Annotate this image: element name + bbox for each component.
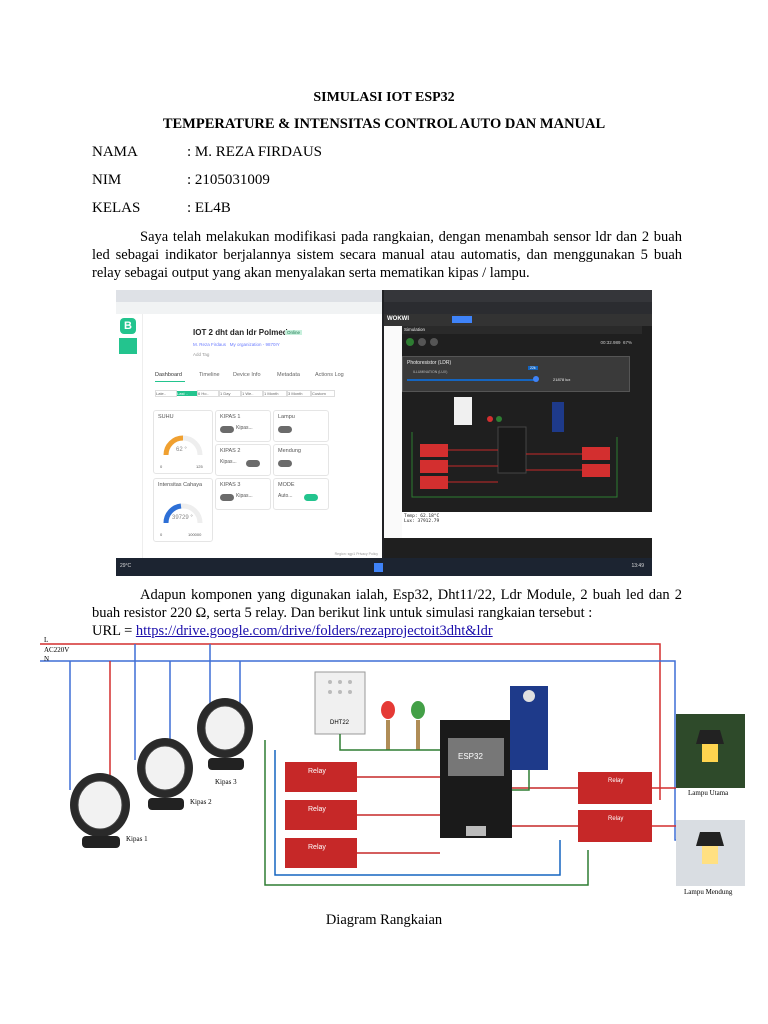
relay-label: Relay: [608, 816, 624, 822]
ldr-popup[interactable]: Photoresistor (LDR) ILLUMINATION (LUX) 2…: [402, 356, 630, 392]
drive-link[interactable]: https://drive.google.com/drive/folders/r…: [135, 623, 493, 639]
document-title: SIMULASI IOT ESP32: [313, 90, 455, 105]
identity-value: : 2105031009: [187, 172, 270, 188]
identity-value: : EL4B: [187, 200, 231, 216]
status-badge: Online: [285, 330, 303, 335]
lux-slider-handle[interactable]: [533, 376, 539, 382]
share-button[interactable]: [452, 316, 472, 323]
add-tag-link[interactable]: Add Tag: [193, 352, 210, 357]
intensitas-cahaya-gauge: Intensitas Cahaya 39729 ° 0 100000: [153, 478, 213, 542]
sim-timer: 00:32.989 67%: [600, 340, 632, 345]
blynk-dashboard: IOT 2 dht dan ldr Polmed Online M. Reza …: [143, 314, 382, 558]
serial-console: Temp: 62.18°C Lux: 37912.79: [402, 512, 652, 538]
url-prefix: URL =: [92, 623, 136, 639]
lamp-utama-label: Lampu Utama: [688, 789, 729, 797]
tab-device-info[interactable]: Device Info: [233, 372, 261, 378]
lamp-utama-icon: [676, 714, 745, 788]
relay-left-3: [285, 838, 357, 868]
wokwi-logo: WOKWI: [387, 316, 409, 322]
identity-label: NAMA: [92, 144, 138, 160]
relay-right-2: [578, 810, 652, 842]
relay-left-1: [285, 762, 357, 792]
mendung-switch[interactable]: Mendung: [273, 444, 329, 476]
blynk-footer: Region: sgp1 Privacy Policy: [334, 552, 378, 556]
lampu-switch[interactable]: Lampu: [273, 410, 329, 442]
weather-readout: 29°C: [120, 563, 132, 569]
fan-3-label: Kipas 3: [215, 778, 237, 786]
identity-row-nim: NIM : 2105031009: [92, 172, 270, 189]
relay-label: Relay: [308, 768, 326, 775]
fan-3-icon: [197, 698, 253, 770]
identity-value: : M. REZA FIRDAUS: [187, 144, 323, 160]
fan-1-label: Kipas 1: [126, 835, 148, 843]
line-ac-label: AC220V: [44, 646, 70, 654]
identity-label: KELAS: [92, 200, 141, 216]
blynk-window: B IOT 2 dht dan ldr Polmed Online M. Rez…: [116, 290, 382, 558]
relay-label: Relay: [608, 778, 624, 784]
fan-1-icon: [70, 773, 130, 848]
lamp-mendung-label: Lampu Mendung: [684, 888, 733, 896]
green-led-icon: [411, 701, 425, 750]
lamp-mendung-icon: [676, 820, 745, 886]
tab-actions-log[interactable]: Actions Log: [315, 372, 344, 378]
tab-simulation[interactable]: Simulation: [404, 327, 426, 332]
suhu-gauge: SUHU 62 ° 0 125: [153, 410, 213, 474]
url-line: URL = https://drive.google.com/drive/fol…: [92, 622, 682, 640]
fan-2-label: Kipas 2: [190, 798, 212, 806]
tab-timeline[interactable]: Timeline: [199, 372, 220, 378]
dht22-sensor-icon: [314, 671, 366, 735]
pause-button[interactable]: [430, 338, 438, 346]
wokwi-simulator: WOKWI Simulation 00:32.989 67% Photoresi…: [384, 314, 652, 558]
document-subtitle: TEMPERATURE & INTENSITAS CONTROL AUTO DA…: [162, 116, 606, 132]
wokwi-circuit: [411, 397, 618, 498]
clock: 13:49: [631, 563, 644, 569]
windows-taskbar: 29°C 13:49: [116, 558, 652, 576]
windows-start-icon[interactable]: [374, 563, 383, 572]
relay-right-1: [578, 772, 652, 804]
identity-row-name: NAMA : M. REZA FIRDAUS: [92, 144, 322, 161]
tab-dashboard[interactable]: Dashboard: [155, 372, 182, 378]
device-title: IOT 2 dht dan ldr Polmed: [193, 328, 288, 337]
tab-metadata[interactable]: Metadata: [277, 372, 300, 378]
identity-label: NIM: [92, 172, 122, 188]
device-owner: M. Reza Firdaus My organization - 9870IY: [193, 342, 280, 347]
blynk-sidebar: B: [116, 314, 143, 558]
line-n-label: N: [44, 655, 50, 663]
restart-button[interactable]: [406, 338, 414, 346]
ldr-module-icon: [510, 686, 548, 770]
dht22-label: DHT22: [330, 720, 350, 726]
red-led-icon: [381, 701, 395, 750]
esp32-board-icon: [440, 720, 512, 838]
line-l-label: L: [44, 636, 49, 644]
search-icon[interactable]: [119, 338, 137, 354]
circuit-diagram: L AC220V N Kipas 3 Kipas 2 Kipas 1 DHT22…: [40, 636, 745, 898]
intro-paragraph: Saya telah melakukan modifikasi pada ran…: [92, 229, 682, 281]
wokwi-window: WOKWI Simulation 00:32.989 67% Photoresi…: [384, 290, 652, 558]
esp32-label: ESP32: [458, 752, 483, 761]
simulation-screenshot: B IOT 2 dht dan ldr Polmed Online M. Rez…: [116, 290, 652, 576]
stop-button[interactable]: [418, 338, 426, 346]
identity-row-kelas: KELAS : EL4B: [92, 200, 231, 217]
relay-left-2: [285, 800, 357, 830]
diagram-caption: Diagram Rangkaian: [325, 912, 443, 928]
relay-label: Relay: [308, 844, 326, 851]
components-paragraph: Adapun komponen yang digunakan ialah, Es…: [92, 587, 682, 621]
relay-label: Relay: [308, 806, 326, 813]
fan-2-icon: [137, 738, 193, 810]
blynk-logo-icon: B: [120, 318, 136, 334]
